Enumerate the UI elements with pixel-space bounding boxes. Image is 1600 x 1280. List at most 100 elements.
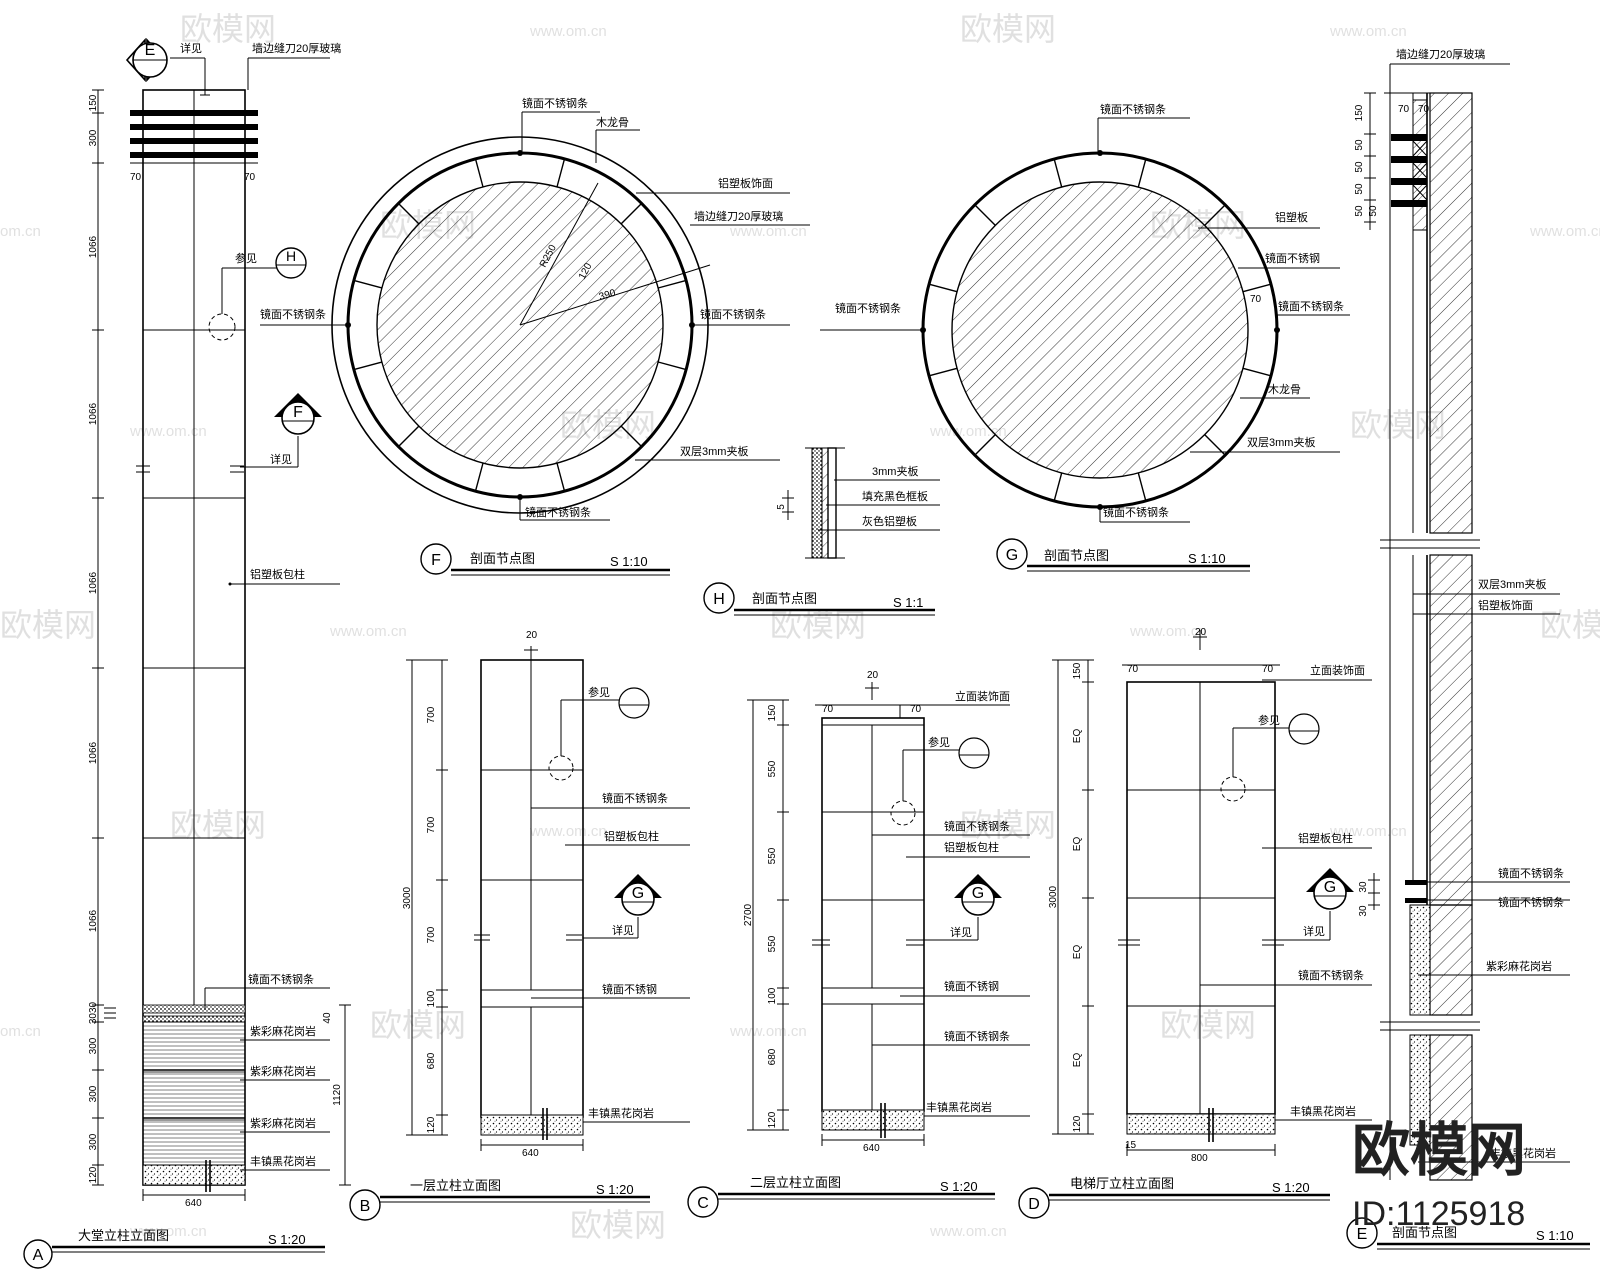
b-dim-width: 640	[522, 1148, 539, 1159]
watermark-brand: 欧模网	[960, 807, 1056, 843]
wood-keel-radials	[353, 158, 687, 492]
keel-radial-line	[474, 158, 484, 188]
watermark-url: www.om.cn	[729, 1023, 807, 1040]
section-symbol-f: F	[274, 393, 322, 435]
keel-radial-line	[1053, 472, 1063, 502]
b-label-detail: 详见	[612, 923, 634, 937]
c-label-strip: 镜面不锈钢条	[944, 819, 1010, 833]
watermark-url: www.om.cn	[529, 23, 607, 40]
d-dim-eq: EQ	[1072, 1053, 1083, 1068]
detail-symbol-h: H	[275, 247, 307, 279]
d-dim-eq: EQ	[1072, 945, 1083, 960]
label-ref-f: 详见	[270, 452, 292, 466]
granite-base	[142, 1004, 246, 1192]
b-dim-680: 680	[426, 1052, 437, 1069]
marker-b: B	[360, 1198, 371, 1215]
d-dim-150: 150	[1072, 662, 1083, 679]
g-label-aluminum: 铝塑板	[1275, 210, 1308, 224]
e-label-granite: 紫彩麻花岗岩	[1486, 959, 1552, 973]
e-dim-50: 50	[1354, 161, 1365, 173]
title-block-d: D 电梯厅立柱立面图 S 1:20	[1018, 1176, 1330, 1219]
scale-g: S 1:10	[1188, 551, 1226, 566]
e-dim-30-1: 30	[1358, 881, 1369, 893]
keel-radial-line	[353, 361, 383, 371]
top-groove-bands	[130, 110, 258, 158]
e-label-strip-2: 镜面不锈钢条	[1498, 895, 1564, 909]
title-block-h: H 剖面节点图 S 1:1	[703, 582, 935, 616]
steel-strip-marks	[345, 150, 695, 500]
label-granite-2: 紫彩麻花岗岩	[250, 1064, 316, 1078]
watermark-brand: 欧模网	[370, 1007, 466, 1043]
label-base-granite: 丰镇黑花岗岩	[250, 1154, 316, 1168]
keel-radial-line	[1242, 367, 1272, 377]
keel-radial-line	[397, 202, 420, 225]
label-ref-e: 详见	[180, 41, 202, 55]
d-label-wrap: 铝塑板包柱	[1298, 831, 1353, 845]
d-label-base: 丰镇黑花岗岩	[1290, 1104, 1356, 1118]
c-label-wrap: 铝塑板包柱	[944, 840, 999, 854]
e-dim-30-2: 30	[1358, 905, 1369, 917]
watermark-url: www.om.cn	[1329, 823, 1407, 840]
brand-logo-text: 欧模网	[1352, 1118, 1526, 1183]
detail-ref-circle-h	[208, 313, 236, 341]
watermark-brand: 欧模网	[570, 1207, 666, 1243]
title-b: 一层立柱立面图	[410, 1178, 501, 1193]
watermark-brand: 欧模网	[770, 607, 866, 643]
watermark-url: www.om.cn	[329, 623, 407, 640]
c-dim-100: 100	[767, 987, 778, 1004]
c-label-ref: 参见	[928, 735, 950, 749]
section-symbol-e: E	[125, 37, 168, 83]
d-dim-total: 3000	[1048, 885, 1059, 908]
c-dim-70-right: 70	[910, 704, 922, 715]
title-block-f: F 剖面节点图 S 1:10	[420, 543, 670, 576]
g-label-strip-bottom: 镜面不锈钢条	[1103, 505, 1169, 519]
e-label-top-finish: 墙边缝刀20厚玻璃	[1396, 47, 1485, 61]
title-h: 剖面节点图	[752, 591, 817, 606]
marker-e: E	[1357, 1226, 1368, 1243]
g-dim-70: 70	[1250, 294, 1262, 305]
e-dim-70-1: 70	[1398, 104, 1410, 115]
dim-150: 150	[88, 94, 99, 111]
dim-1066: 1066	[88, 741, 99, 764]
symbol-e-letter: E	[145, 42, 156, 59]
watermark-url: www.om.cn	[1529, 223, 1600, 240]
keel-radial-line	[1137, 158, 1147, 188]
title-block-c: C 二层立柱立面图 S 1:20	[687, 1175, 995, 1218]
dim-1066: 1066	[88, 909, 99, 932]
b-label-ref: 参见	[588, 685, 610, 699]
d-dim-width: 800	[1191, 1153, 1208, 1164]
symbol-f-letter: F	[293, 404, 303, 421]
e-dim-50: 50	[1354, 205, 1365, 217]
c-dim-550: 550	[767, 935, 778, 952]
keel-radial-line	[397, 425, 420, 448]
marker-h: H	[713, 591, 725, 608]
steel-strip-mark	[517, 494, 523, 500]
g-label-plywood: 双层3mm夹板	[1247, 435, 1315, 449]
c-label-detail: 详见	[950, 925, 972, 939]
marker-g: G	[1006, 547, 1018, 564]
keel-radial-line	[353, 279, 383, 289]
h-label-plywood: 3mm夹板	[872, 464, 918, 478]
e-label-strip-1: 镜面不锈钢条	[1498, 866, 1564, 880]
dim-300: 300	[88, 129, 99, 146]
c-section-symbol-g: G	[954, 874, 1002, 916]
b-dim-120: 120	[426, 1116, 437, 1133]
dim-1120: 1120	[332, 1084, 343, 1106]
f-label-aluminum: 铝塑板饰面	[718, 176, 773, 190]
dim-width-640: 640	[185, 1198, 202, 1209]
steel-strip-mark	[1274, 327, 1280, 333]
dim-1066: 1066	[88, 235, 99, 258]
label-granite-3: 紫彩麻花岗岩	[250, 1116, 316, 1130]
b-label-strip: 镜面不锈钢条	[602, 791, 668, 805]
b-dim-700: 700	[426, 706, 437, 723]
e-dim-50-inner: 50	[1368, 205, 1379, 217]
steel-strip-mark	[345, 322, 351, 328]
e-label-aluminum: 铝塑板饰面	[1478, 598, 1533, 612]
d-section-symbol-g: G	[1306, 868, 1354, 910]
dim-120: 120	[88, 1166, 99, 1183]
label-column-wrap: 铝塑板包柱	[250, 567, 305, 581]
g-label-strip-1: 镜面不锈钢	[1265, 251, 1320, 265]
d-label-ref: 参见	[1258, 713, 1280, 727]
keel-radial-line	[474, 462, 484, 492]
drawing-g-section: 镜面不锈钢条 铝塑板 镜面不锈钢 镜面不锈钢条 70 镜面不锈钢条 木龙骨 双层…	[820, 102, 1350, 572]
